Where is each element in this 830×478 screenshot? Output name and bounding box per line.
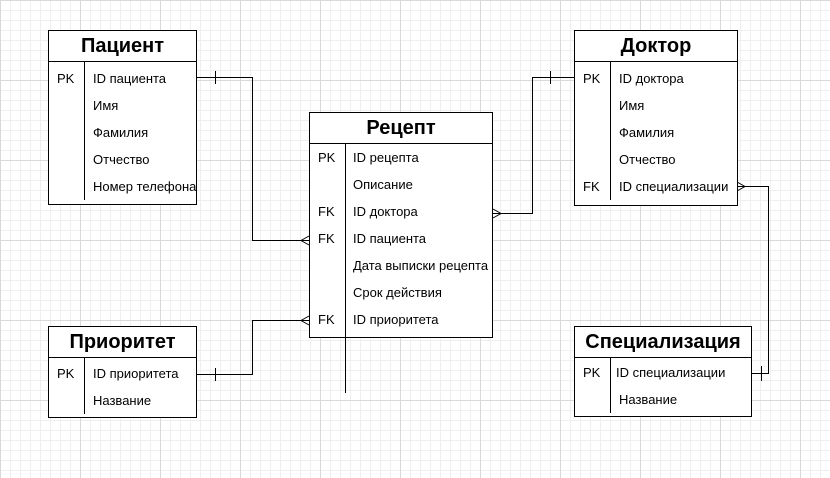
- key-label: PK: [583, 71, 601, 86]
- attribute-row[interactable]: FK ID приоритета: [310, 306, 492, 333]
- attribute-row[interactable]: Название: [575, 386, 751, 413]
- key-label: FK: [583, 179, 600, 194]
- attribute-name: Фамилия: [619, 125, 675, 140]
- key-label: PK: [57, 71, 75, 86]
- attribute-row[interactable]: PK ID рецепта: [310, 144, 492, 171]
- key-label: PK: [57, 366, 75, 381]
- relationship-patient-recipe[interactable]: [197, 71, 310, 246]
- entity-title: Доктор: [575, 31, 737, 62]
- attribute-name: Имя: [93, 98, 119, 113]
- key-column: [310, 144, 346, 393]
- entity-priority[interactable]: Приоритет PK ID приоритета Название: [48, 326, 197, 418]
- attribute-name: ID специализации: [616, 365, 726, 380]
- attribute-row[interactable]: PK ID специализации: [575, 359, 751, 386]
- key-column: [575, 358, 611, 413]
- attribute-row[interactable]: Срок действия: [310, 279, 492, 306]
- attribute-row[interactable]: PK ID приоритета: [49, 360, 196, 387]
- attribute-name: ID пациента: [93, 71, 167, 86]
- attribute-name: Отчество: [619, 152, 676, 167]
- key-label: PK: [318, 150, 336, 165]
- attribute-row[interactable]: Фамилия: [575, 119, 737, 146]
- attribute-row[interactable]: Номер телефона: [49, 173, 196, 200]
- entity-title: Рецепт: [310, 113, 492, 144]
- entity-patient[interactable]: Пациент PK ID пациента Имя Фамилия Отчест…: [48, 30, 197, 205]
- attribute-name: ID приоритета: [93, 366, 179, 381]
- attribute-name: Фамилия: [93, 125, 149, 140]
- attribute-name: Срок действия: [353, 285, 442, 300]
- attribute-name: ID рецепта: [353, 150, 419, 165]
- relationship-priority-recipe[interactable]: [197, 315, 310, 381]
- attribute-row[interactable]: FK ID специализации: [575, 173, 737, 200]
- attribute-name: Название: [619, 392, 678, 407]
- attribute-row[interactable]: Имя: [49, 92, 196, 119]
- attribute-row[interactable]: PK ID пациента: [49, 65, 196, 92]
- attribute-row[interactable]: Описание: [310, 171, 492, 198]
- key-column: [49, 62, 85, 200]
- attribute-name: ID доктора: [353, 204, 418, 219]
- attribute-row[interactable]: FK ID доктора: [310, 198, 492, 225]
- entity-specialization[interactable]: Специализация PK ID специализации Названи…: [574, 326, 752, 417]
- attribute-name: Описание: [353, 177, 413, 192]
- entity-title: Пациент: [49, 31, 196, 62]
- attribute-name: ID доктора: [619, 71, 684, 86]
- key-column: [49, 358, 85, 414]
- attribute-name: ID специализации: [619, 179, 729, 194]
- attribute-name: ID приоритета: [353, 312, 439, 327]
- attribute-name: Номер телефона: [93, 179, 197, 194]
- key-label: FK: [318, 231, 335, 246]
- attribute-name: Дата выписки рецепта: [353, 258, 489, 273]
- entity-title: Специализация: [575, 327, 751, 358]
- attribute-row[interactable]: FK ID пациента: [310, 225, 492, 252]
- relationship-specialization-doctor[interactable]: [736, 181, 769, 381]
- attribute-row[interactable]: Отчество: [575, 146, 737, 173]
- attribute-name: Отчество: [93, 152, 150, 167]
- entity-recipe[interactable]: Рецепт PK ID рецепта Описание FK ID доктор…: [309, 112, 493, 393]
- key-label: PK: [583, 365, 601, 380]
- key-label: FK: [318, 312, 335, 327]
- attribute-name: ID пациента: [353, 231, 427, 246]
- attribute-row[interactable]: Фамилия: [49, 119, 196, 146]
- relationship-doctor-recipe[interactable]: [492, 71, 574, 219]
- attribute-row[interactable]: PK ID доктора: [575, 65, 737, 92]
- entity-title: Приоритет: [49, 327, 196, 358]
- attribute-name: Название: [93, 393, 152, 408]
- attribute-name: Имя: [619, 98, 645, 113]
- attribute-row[interactable]: Дата выписки рецепта: [310, 252, 492, 279]
- attribute-row[interactable]: Имя: [575, 92, 737, 119]
- attribute-row[interactable]: Отчество: [49, 146, 196, 173]
- key-column: [575, 62, 611, 200]
- entity-doctor[interactable]: Доктор PK ID доктора Имя Фамилия Отчество…: [574, 30, 738, 206]
- attribute-row[interactable]: Название: [49, 387, 196, 414]
- key-label: FK: [318, 204, 335, 219]
